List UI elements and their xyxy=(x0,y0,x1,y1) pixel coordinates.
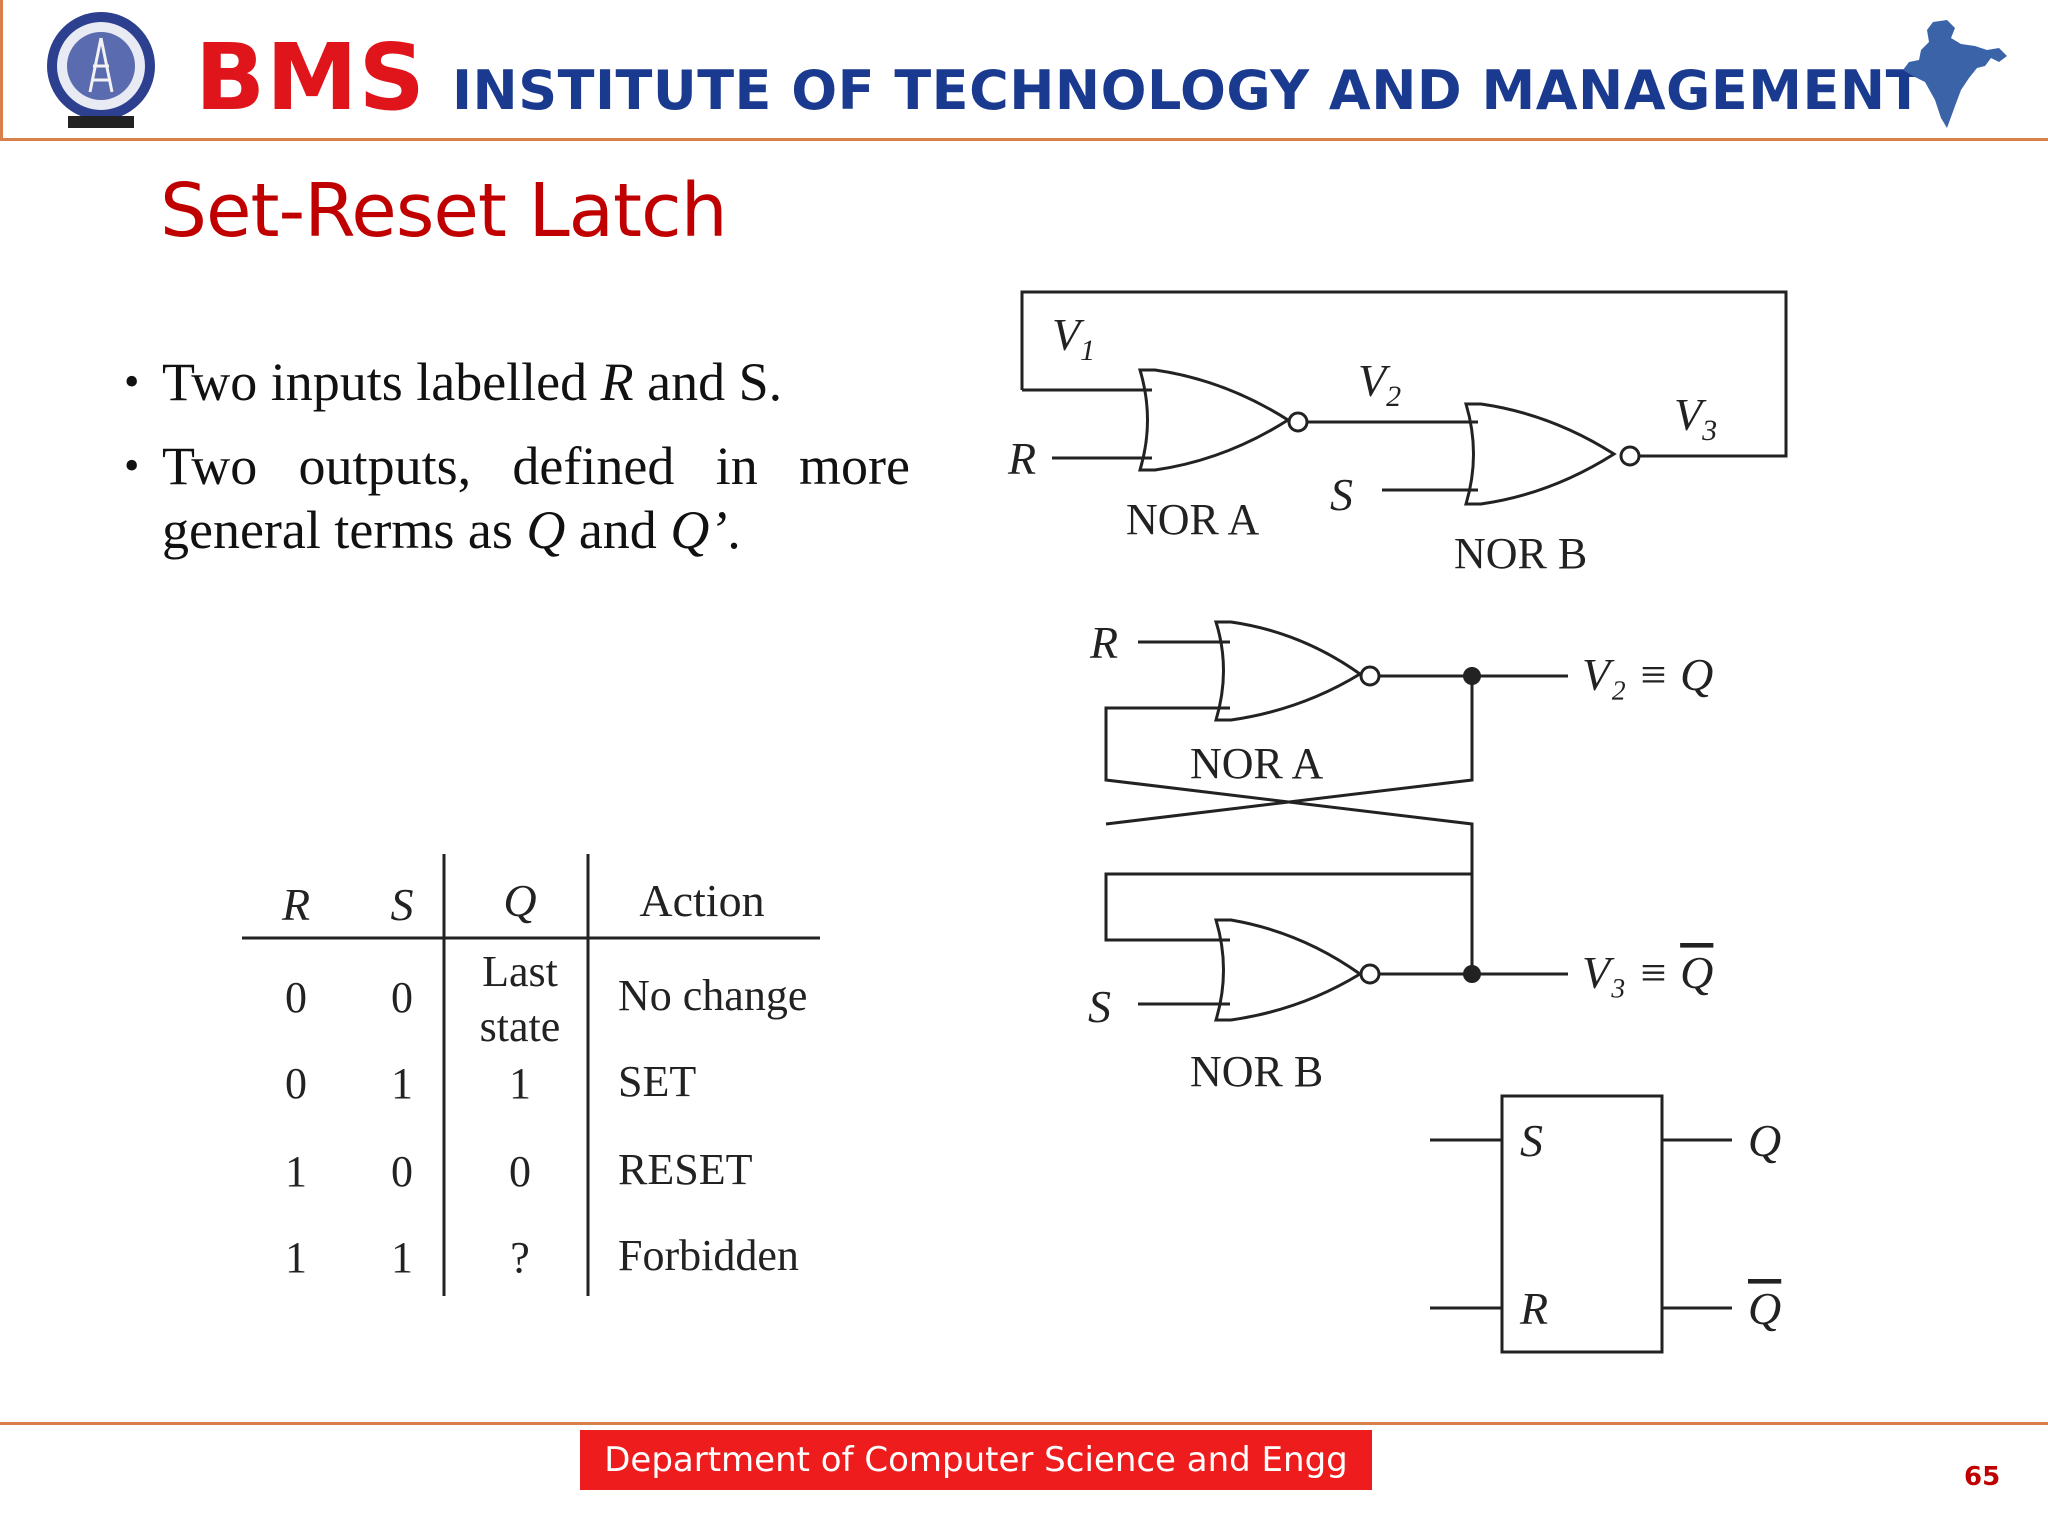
brand-short: BMS xyxy=(195,24,426,131)
table-cell-action: No change xyxy=(618,971,807,1020)
label-r-top: R xyxy=(1007,433,1036,484)
junction-q xyxy=(1463,667,1481,685)
nor-a-cross-gate xyxy=(1213,620,1363,722)
brand-full-name: INSTITUTE OF TECHNOLOGY AND MANAGEMENT xyxy=(451,59,1923,122)
label-v2-eq-q: V₂ ≡ Q xyxy=(1582,649,1713,700)
india-map-icon xyxy=(1903,20,2007,128)
sr-block xyxy=(1500,1094,1664,1354)
bullet-text: . xyxy=(727,500,741,560)
cross-wire-b-top xyxy=(1105,676,1474,826)
nor-b-bubble xyxy=(1619,445,1641,467)
nor-b-cross-bubble xyxy=(1359,963,1381,985)
table-cell-s: 0 xyxy=(391,973,413,1022)
table-header-s: S xyxy=(391,879,414,930)
nor-a-bubble xyxy=(1287,411,1309,433)
table-cell-r: 0 xyxy=(285,973,307,1022)
table-cell-r: 1 xyxy=(285,1147,307,1196)
label-block-r: R xyxy=(1519,1283,1548,1334)
label-s-cross: S xyxy=(1088,981,1111,1032)
table-cell-s: 1 xyxy=(391,1059,413,1108)
nor-b-gate xyxy=(1463,402,1617,506)
table-cell-action: SET xyxy=(618,1057,696,1106)
table-cell-s: 1 xyxy=(391,1233,413,1282)
table-cell-r: 0 xyxy=(285,1059,307,1108)
bullet-text: Two inputs labelled xyxy=(162,352,601,412)
label-nor-b-cross: NOR B xyxy=(1190,1047,1323,1096)
bullet-text-italic: Q’ xyxy=(670,500,728,560)
label-nor-a-cross: NOR A xyxy=(1190,739,1323,788)
label-nor-b-top: NOR B xyxy=(1454,529,1587,578)
truth-table: R S Q Action 0 0 Last state No change 0 … xyxy=(242,854,820,1296)
table-header-action: Action xyxy=(639,875,764,926)
table-cell-q: 0 xyxy=(509,1147,531,1196)
label-block-q: Q xyxy=(1748,1115,1781,1166)
label-v3: V3 xyxy=(1674,389,1717,447)
table-cell-action: Forbidden xyxy=(618,1231,799,1280)
sr-latch-diagrams: V1 V2 V3 R S NOR A NOR B R NOR A V₂ ≡ Q … xyxy=(1007,290,1788,1354)
table-header-q: Q xyxy=(503,875,536,926)
table-cell-q: 1 xyxy=(509,1059,531,1108)
bullet-dot: • xyxy=(124,357,140,406)
table-cell-q: Last xyxy=(482,947,558,996)
feedback-wire-v1 xyxy=(1020,290,1788,458)
bullet-list: • Two inputs labelled R and S. • Two out… xyxy=(120,350,910,582)
page-number: 65 xyxy=(1964,1462,2001,1492)
label-s-top: S xyxy=(1330,469,1353,520)
bullet-text: and S. xyxy=(633,352,783,412)
table-cell-r: 1 xyxy=(285,1233,307,1282)
table-cell-s: 0 xyxy=(391,1147,413,1196)
label-v3-eq-qbar: V₃ ≡ Q xyxy=(1582,947,1713,998)
institute-seal-icon xyxy=(47,12,155,128)
bullet-inputs: • Two inputs labelled R and S. xyxy=(120,350,910,414)
table-header-r: R xyxy=(281,879,310,930)
bullet-text: Two outputs, defined in more general ter… xyxy=(162,436,910,560)
bullet-outputs: • Two outputs, defined in more general t… xyxy=(120,434,910,562)
bullet-dot: • xyxy=(124,441,140,490)
table-cell-q-line2: state xyxy=(480,1002,561,1051)
bullet-text: and xyxy=(565,500,671,560)
label-block-s: S xyxy=(1520,1115,1543,1166)
label-v1: V1 xyxy=(1052,309,1095,367)
nor-b-cross-gate xyxy=(1213,918,1363,1022)
table-cell-action: RESET xyxy=(618,1145,753,1194)
footer-rule xyxy=(0,1422,2048,1425)
department-banner: Department of Computer Science and Engg xyxy=(580,1430,1372,1490)
table-cell-q: ? xyxy=(510,1233,530,1282)
label-block-qbar: Q xyxy=(1748,1283,1781,1334)
bullet-text-italic: R xyxy=(600,352,634,412)
slide-title: Set-Reset Latch xyxy=(160,168,728,254)
header-left-rule xyxy=(0,0,3,140)
brand-header: BMS INSTITUTE OF TECHNOLOGY AND MANAGEME… xyxy=(195,14,1923,124)
header-rule xyxy=(0,138,2048,141)
label-nor-a-top: NOR A xyxy=(1126,495,1259,544)
label-r-cross: R xyxy=(1089,617,1118,668)
bullet-text-italic: Q xyxy=(526,500,566,560)
nor-a-cross-bubble xyxy=(1359,665,1381,687)
label-v2: V2 xyxy=(1358,355,1401,413)
nor-a-gate xyxy=(1137,368,1291,472)
junction-qbar xyxy=(1463,965,1481,983)
